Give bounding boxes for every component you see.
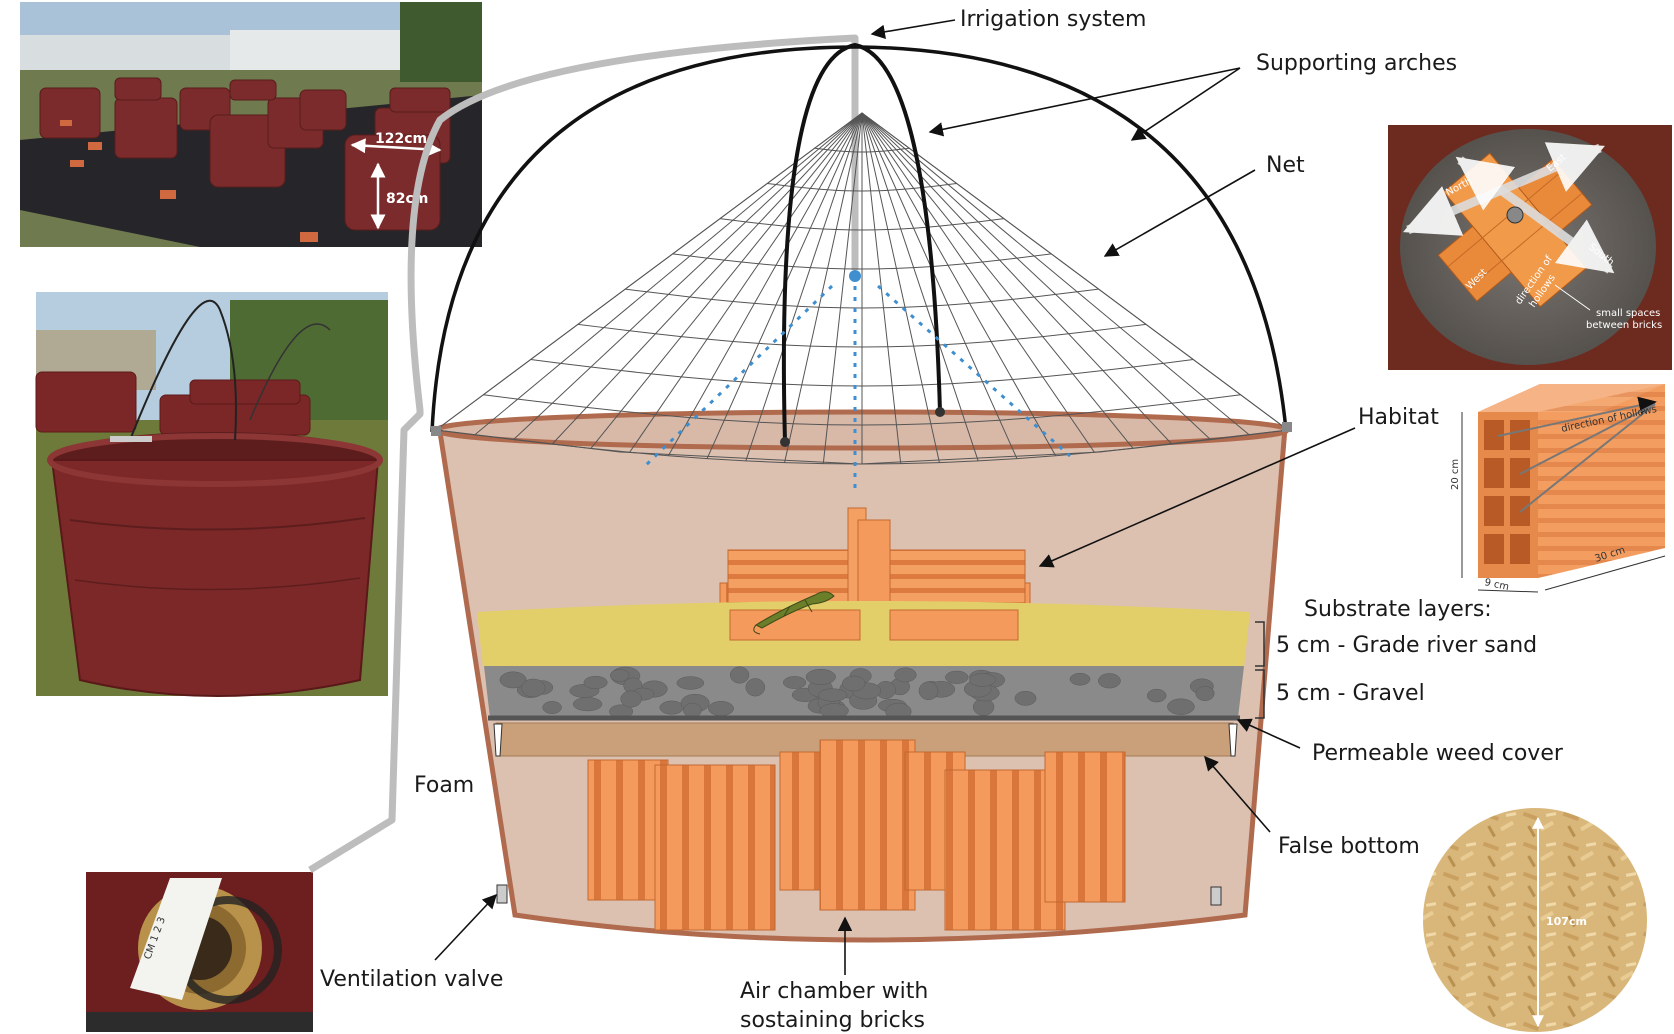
arrow-irrigation [870,19,956,39]
substrate-brackets [1255,621,1265,719]
photo-compass-bricks: North East South West direction of hollo… [1388,125,1672,370]
net [434,112,1290,465]
brick-height-label: 20 cm [1450,459,1461,490]
irrigation-pipe [308,34,859,873]
arrow-habitat [1038,427,1356,568]
gravel-layer [484,666,1244,721]
arrow-ventilation [434,893,497,961]
label-false-bottom: False bottom [1278,834,1420,859]
photo-netted-tanks [35,292,388,697]
arrow-weed-cover [1236,718,1301,749]
photo-ventilation-valve: CM 1 2 3 [86,872,313,1032]
label-irrigation: Irrigation system [960,7,1146,32]
compass-spaces-label-2: between bricks [1586,320,1662,331]
label-ventilation: Ventilation valve [320,967,503,992]
arrow-arch-inner [928,67,1241,137]
sand-layer [477,601,1250,668]
foam-right [1228,723,1238,757]
arrow-false-bottom [1204,755,1271,833]
label-air-chamber-2: sostaining bricks [740,1008,925,1033]
label-arches: Supporting arches [1256,51,1457,76]
foam-left [493,723,503,757]
label-gravel: 5 cm - Gravel [1276,681,1425,706]
board-diameter-label: 107cm [1546,915,1587,928]
photo-single-brick: direction of hollows 20 cm 9 cm 30 cm [1450,384,1666,593]
arrow-net [1103,169,1256,257]
water-spray [643,284,1071,488]
label-habitat: Habitat [1358,405,1439,430]
inner-arches [781,42,942,443]
label-substrate: Substrate layers: [1304,597,1492,622]
tank-height-label: 82cm [386,191,428,207]
label-air-chamber-1: Air chamber with [740,979,928,1004]
lizard [753,591,835,635]
label-net: Net [1266,153,1305,178]
air-chamber-bricks [587,739,1126,931]
label-foam: Foam [414,773,474,798]
photo-tank-field: 122cm 82cm [20,2,482,247]
arrow-arch-outer [1130,67,1241,141]
photo-osb-board: 107cm [1423,808,1647,1032]
compass-spaces-label-1: small spaces [1596,308,1660,319]
valve-right [1210,886,1222,906]
valve-left [496,884,508,904]
brick-depth-label: 9 cm [1483,577,1510,593]
outer-arch [430,45,1288,433]
label-weed-cover: Permeable weed cover [1312,741,1564,766]
label-sand: 5 cm - Grade river sand [1276,633,1537,658]
tank-width-label: 122cm [375,131,427,147]
